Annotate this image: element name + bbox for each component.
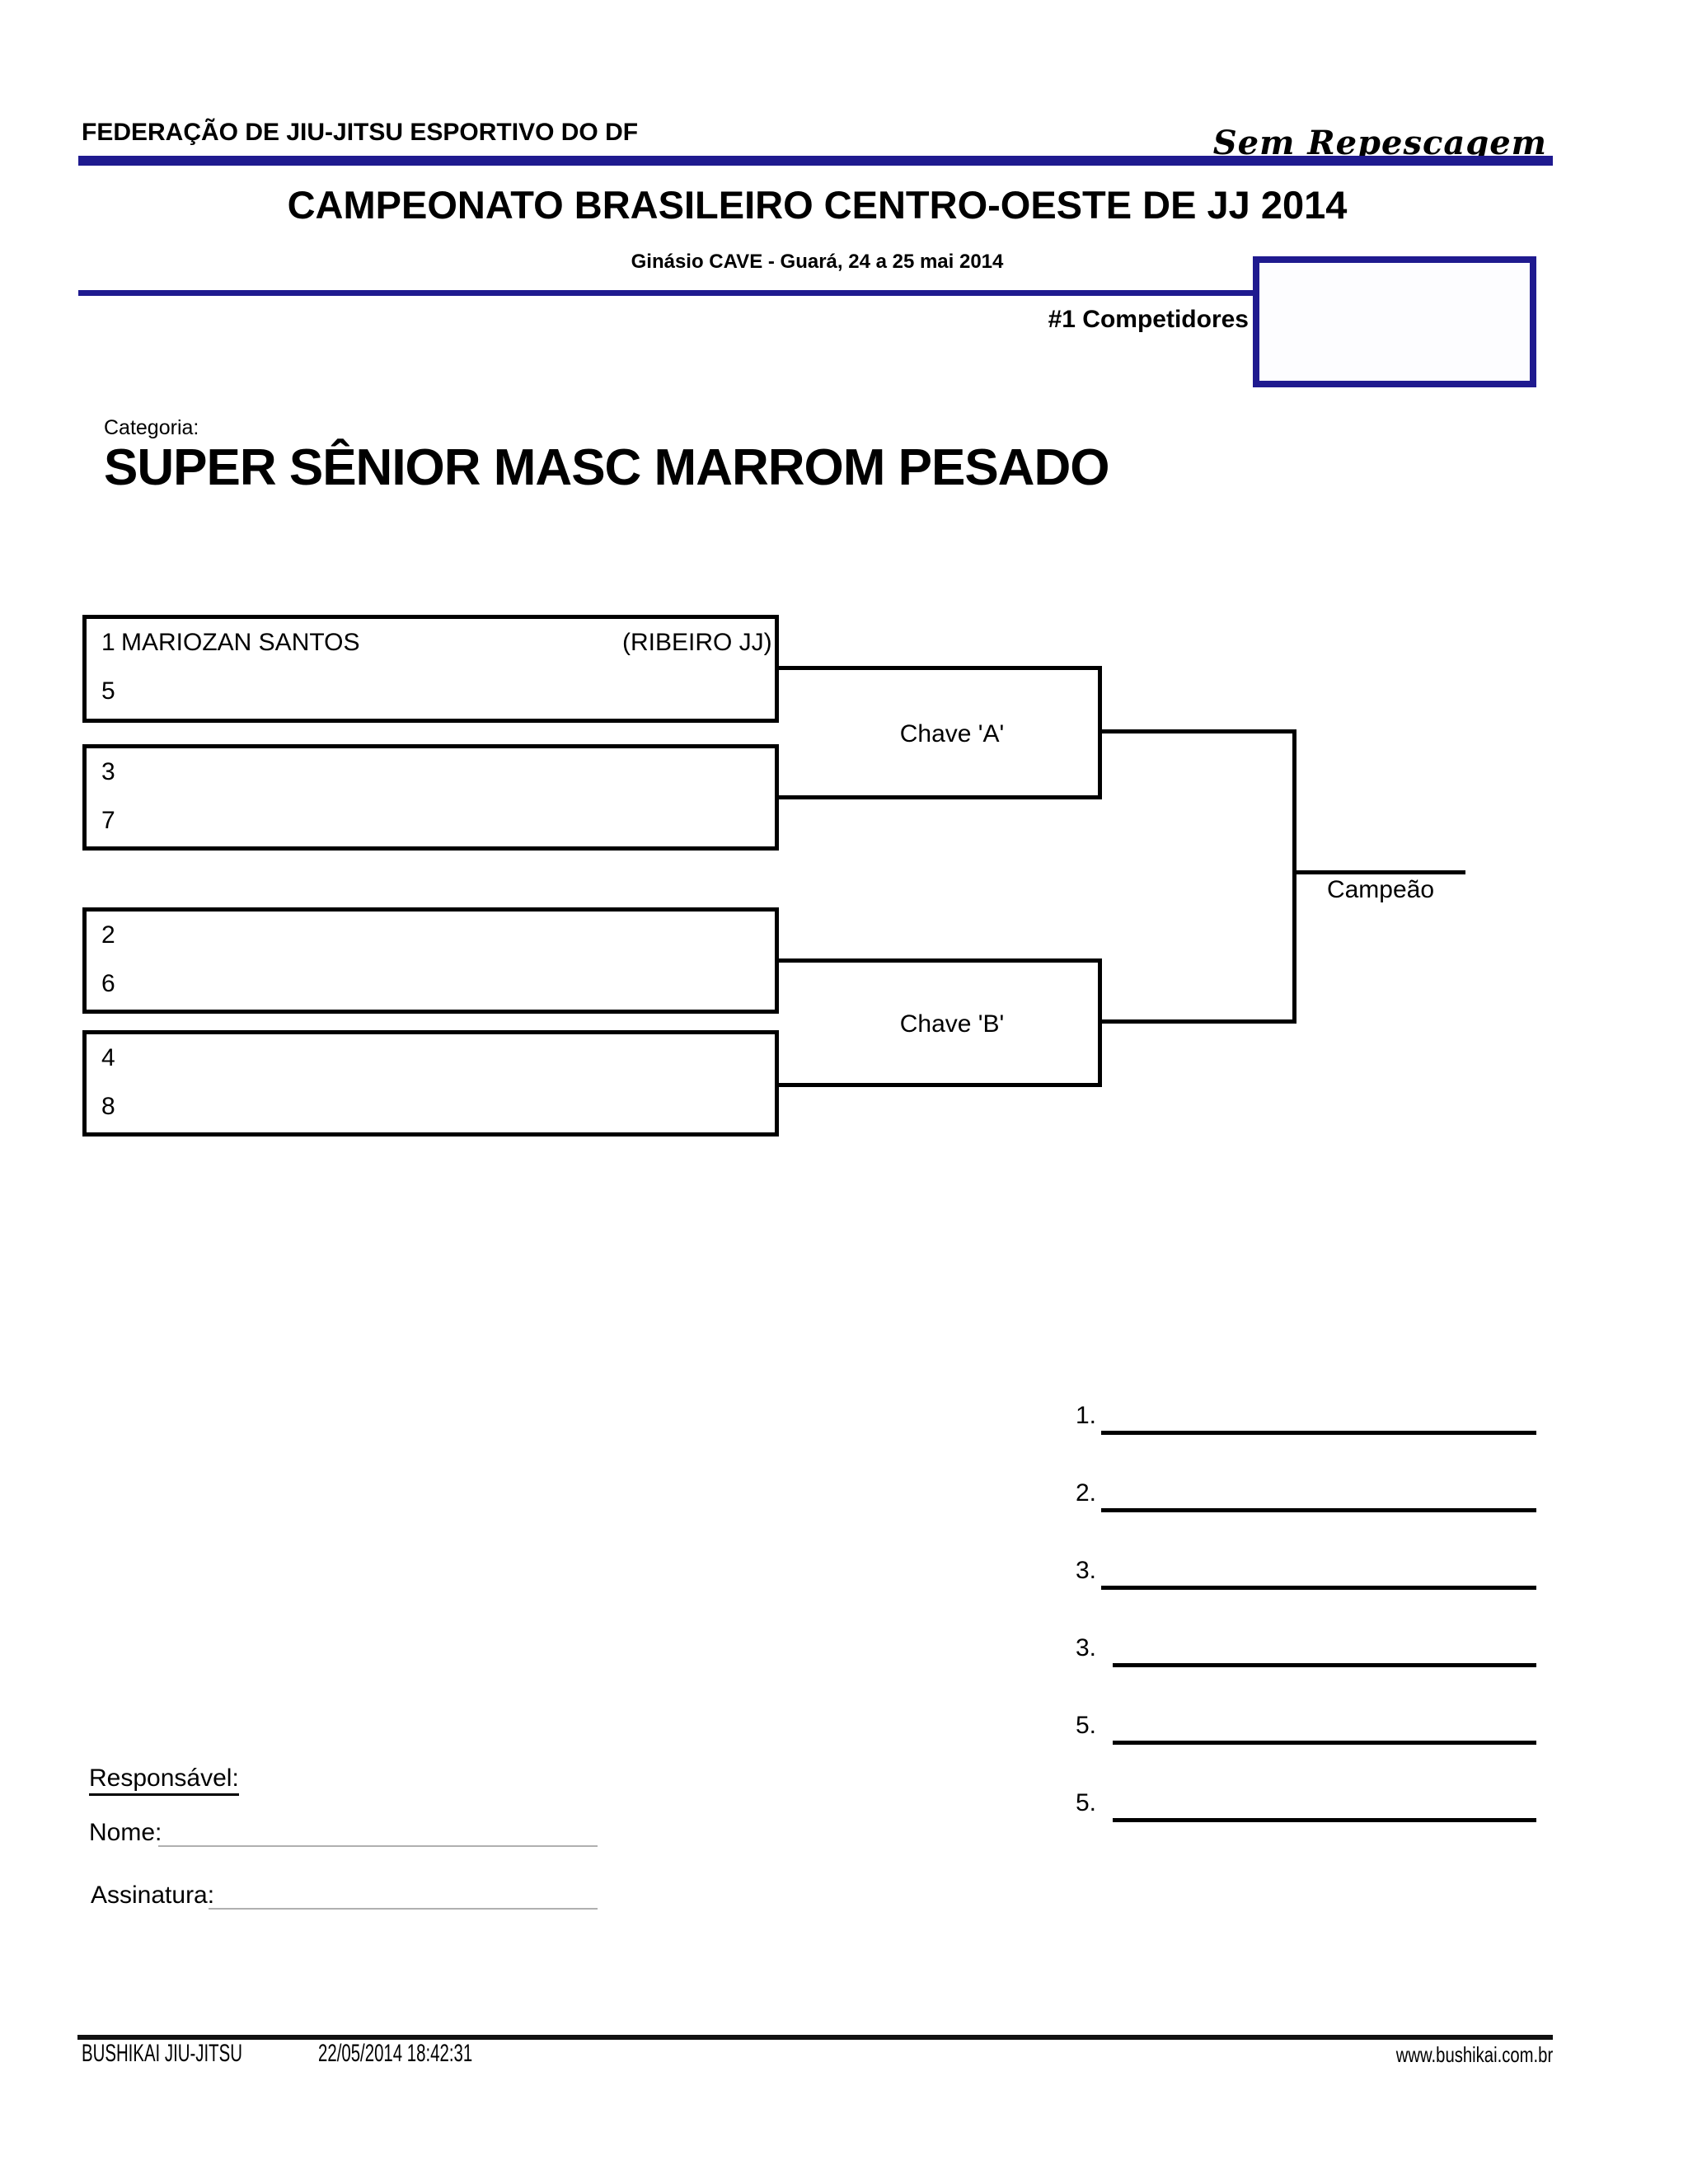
subheader-divider-line: [78, 290, 1253, 296]
bracket-line-semifinal-b: [1102, 1019, 1296, 1024]
repechage-note: Sem Repescagem: [1212, 124, 1547, 162]
placement-rank-label: 2.: [1075, 1479, 1096, 1507]
bracket-line-final-vertical: [1292, 729, 1296, 1024]
footer-website: www.bushikai.com.br: [1395, 2042, 1553, 2067]
category-label: Categoria:: [104, 416, 199, 439]
bracket-box-b1: 2 6: [82, 907, 779, 1014]
competitor-number: 5: [101, 677, 115, 705]
signature-label: Assinatura:: [91, 1882, 215, 1909]
bracket-box-b2: 4 8: [82, 1030, 779, 1137]
competitor-slot: 7: [101, 808, 121, 833]
bracket-line-a-vertical: [1098, 666, 1102, 799]
competitor-slot: 6: [101, 972, 121, 996]
placement-rank-label: 3.: [1075, 1557, 1096, 1584]
championship-title: CAMPEONATO BRASILEIRO CENTRO-OESTE DE JJ…: [287, 183, 1348, 227]
responsible-heading: Responsável:: [89, 1766, 239, 1796]
bracket-line-a-top: [775, 666, 1102, 670]
placement-line: [1113, 1663, 1536, 1667]
placement-line: [1113, 1818, 1536, 1822]
bracket-line-b-bottom: [775, 1083, 1102, 1087]
name-label: Nome:: [89, 1819, 162, 1846]
footer-organization: BUSHIKAI JIU-JITSU: [82, 2040, 242, 2067]
placement-rank-label: 5.: [1075, 1789, 1096, 1816]
category-name: SUPER SÊNIOR MASC MARROM PESADO: [104, 439, 1109, 496]
competitor-slot: 5: [101, 679, 121, 704]
competitor-number: 8: [101, 1093, 115, 1120]
bracket-line-b-vertical: [1098, 958, 1102, 1087]
placement-line: [1101, 1508, 1536, 1512]
score-box: [1253, 256, 1536, 387]
competitor-number: 3: [101, 758, 115, 785]
federation-name: FEDERAÇÃO DE JIU-JITSU ESPORTIVO DO DF: [82, 119, 639, 146]
competitor-number: 6: [101, 970, 115, 997]
placement-rank-label: 1.: [1075, 1402, 1096, 1429]
competitor-slot: 3: [101, 760, 121, 785]
header-divider-bar: [78, 156, 1553, 166]
bracket-line-champion: [1296, 870, 1465, 874]
bracket-box-a2: 3 7: [82, 744, 779, 851]
placement-rank-label: 5.: [1075, 1712, 1096, 1739]
competitor-slot: 2: [101, 923, 121, 948]
footer-timestamp: 22/05/2014 18:42:31: [318, 2040, 473, 2067]
name-fill-in-line: [158, 1845, 598, 1847]
competitor-slot: 4: [101, 1046, 121, 1071]
responsible-heading-text: Responsável:: [89, 1766, 239, 1796]
footer-divider-rule: [77, 2035, 1553, 2040]
bracket-line-semifinal-a: [1102, 729, 1296, 733]
bracket-line-a-bottom: [775, 795, 1102, 799]
placement-line: [1113, 1741, 1536, 1745]
bracket-line-b-top: [775, 958, 1102, 963]
semifinal-b-label: Chave 'B': [899, 1010, 1005, 1038]
signature-fill-in-line: [209, 1908, 598, 1910]
competitor-number: 2: [101, 921, 115, 949]
competitor-number: 4: [101, 1044, 115, 1071]
competitor-club: (RIBEIRO JJ): [622, 629, 772, 656]
competitor-number: 7: [101, 807, 115, 834]
placement-line: [1101, 1431, 1536, 1435]
competitors-count-label: #1 Competidores: [1048, 306, 1249, 333]
venue-date-subtitle: Ginásio CAVE - Guará, 24 a 25 mai 2014: [631, 251, 1004, 273]
competitor-slot: 8: [101, 1094, 121, 1119]
placement-rank-label: 3.: [1075, 1634, 1096, 1661]
competitor-name: MARIOZAN SANTOS: [121, 629, 360, 656]
placement-line: [1101, 1586, 1536, 1590]
champion-label: Campeão: [1326, 876, 1435, 903]
semifinal-a-label: Chave 'A': [899, 720, 1005, 748]
competitor-number: 1: [101, 629, 115, 656]
